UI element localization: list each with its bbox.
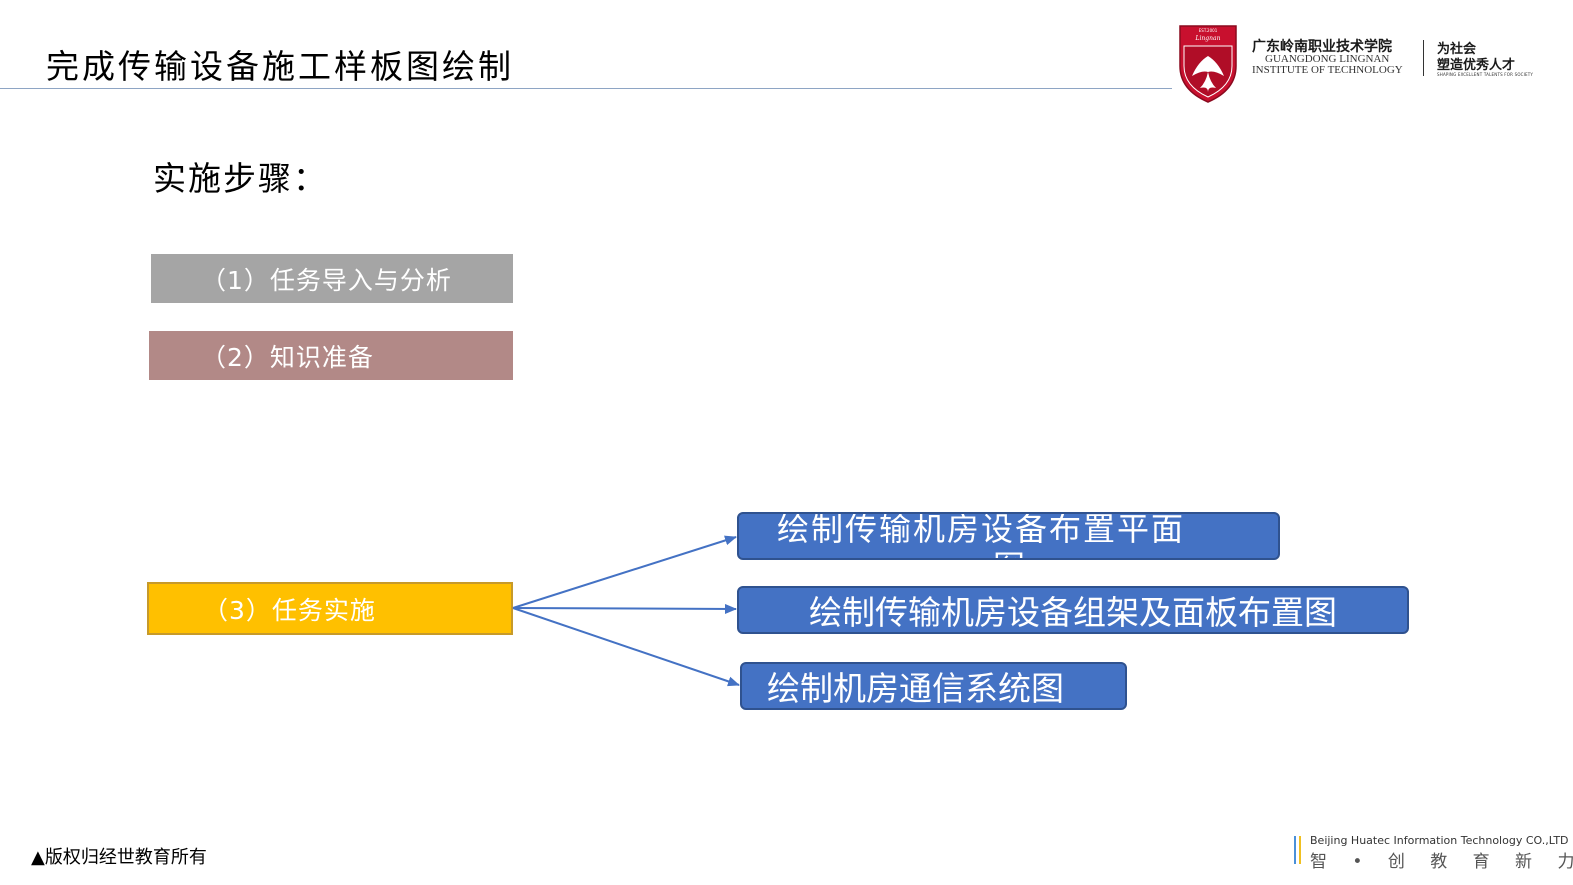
copyright-notice: ▲版权归经世教育所有 xyxy=(31,847,207,868)
school-slogan-line1: 为社会 xyxy=(1437,42,1477,57)
subtask-floor-plan: 绘制传输机房设备布置平面 图 xyxy=(737,512,1280,560)
shield-top-text: EST.2001 xyxy=(1199,28,1218,33)
footer-slogan: 智 • 创 教 育 新 力 量 xyxy=(1310,852,1573,872)
step-knowledge-prep: （2）知识准备 xyxy=(149,331,513,380)
footer-company-name: Beijing Huatec Information Technology CO… xyxy=(1310,834,1569,847)
subtask-system-diagram: 绘制机房通信系统图 xyxy=(740,662,1127,710)
logo-divider xyxy=(1423,40,1424,76)
subtask-rack-panel-layout: 绘制传输机房设备组架及面板布置图 xyxy=(737,586,1409,634)
subtask-floor-plan-line1: 绘制传输机房设备布置平面 xyxy=(777,512,1186,548)
school-slogan-en: SHAPING EXCELLENT TALENTS FOR SOCIETY xyxy=(1437,72,1534,77)
step3-label: （3）任务实施 xyxy=(203,595,376,625)
subtask-rack-panel-layout-label: 绘制传输机房设备组架及面板布置图 xyxy=(809,593,1337,632)
subtask-floor-plan-line2: 图 xyxy=(993,542,1025,558)
school-name-cn: 广东岭南职业技术学院 xyxy=(1252,39,1392,55)
footer-accent-bar-yellow xyxy=(1299,836,1301,864)
school-name-en-line1: GUANGDONG LINGNAN xyxy=(1265,53,1390,65)
page-title: 完成传输设备施工样板图绘制 xyxy=(46,47,514,86)
step-task-intro-analysis: （1）任务导入与分析 xyxy=(151,254,513,303)
step2-label: （2）知识准备 xyxy=(201,342,374,372)
title-divider xyxy=(0,88,1172,89)
step1-label: （1）任务导入与分析 xyxy=(201,265,452,295)
shield-name: Lingnan xyxy=(1195,35,1221,42)
school-slogan-line2: 塑造优秀人才 xyxy=(1437,58,1516,73)
steps-heading: 实施步骤： xyxy=(153,159,328,198)
arrow-to-system-diagram xyxy=(512,607,740,687)
footer-accent-bar-blue xyxy=(1294,836,1296,864)
arrow-to-floor-plan xyxy=(512,535,737,609)
step-task-implementation: （3）任务实施 xyxy=(147,582,513,635)
school-name-en-line2: INSTITUTE OF TECHNOLOGY xyxy=(1252,64,1403,76)
school-shield-logo-icon: EST.2001 Lingnan xyxy=(1179,25,1237,103)
arrow-to-rack-layout xyxy=(512,603,737,614)
subtask-system-diagram-label: 绘制机房通信系统图 xyxy=(767,669,1064,708)
